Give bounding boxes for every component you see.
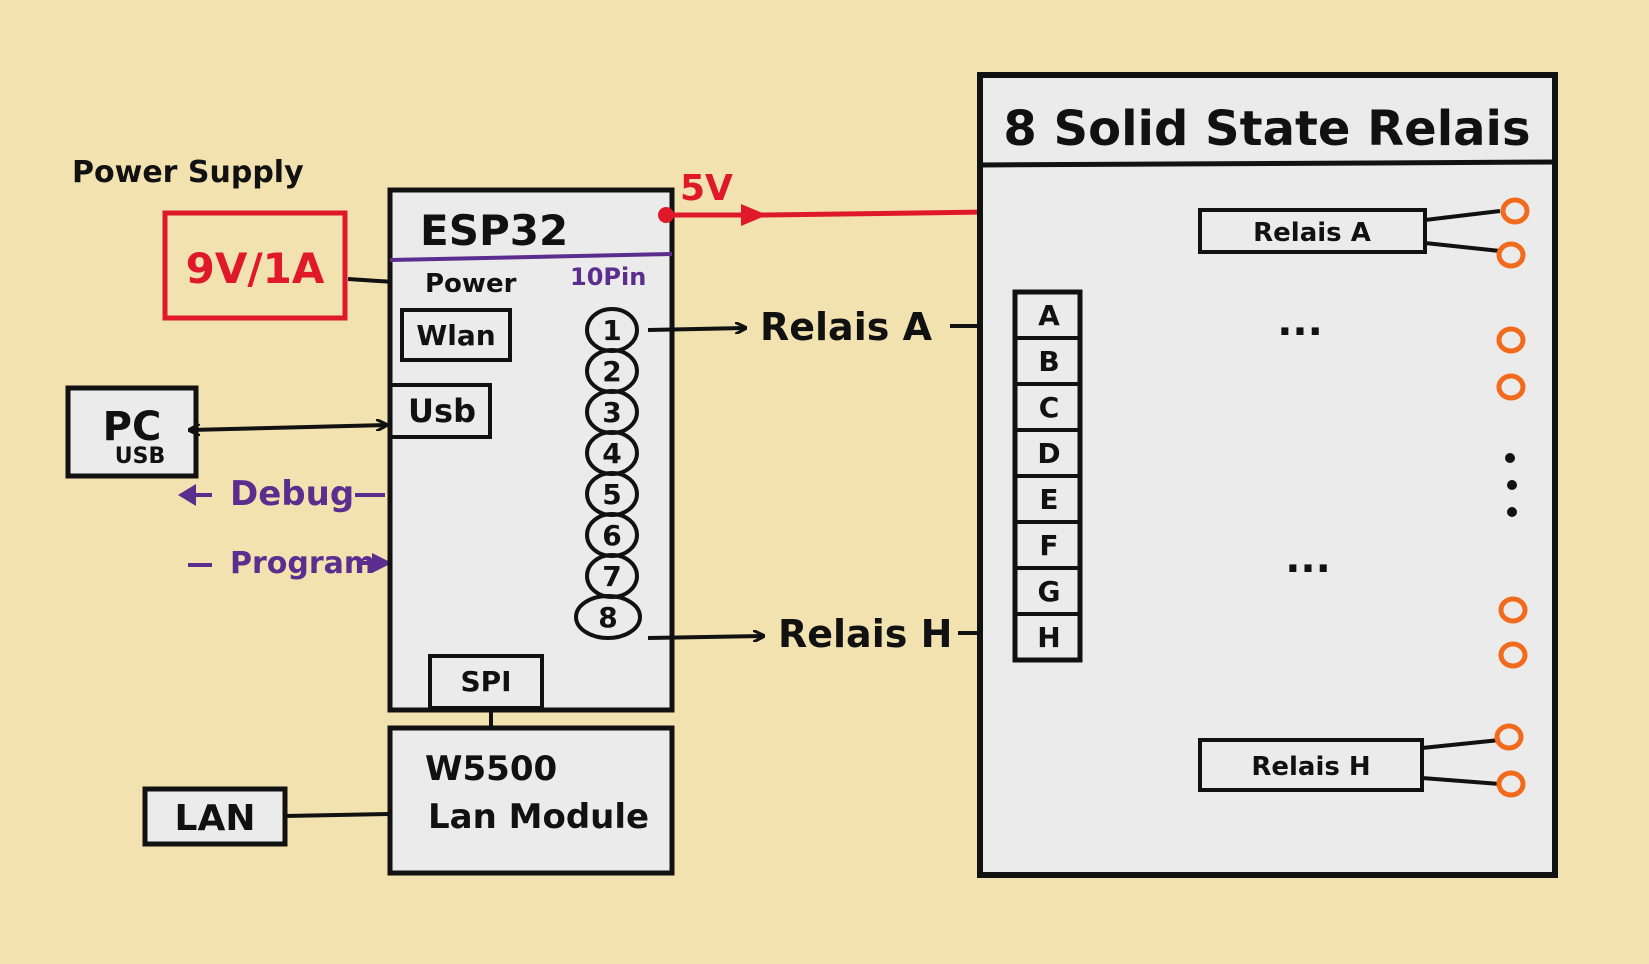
supply-5v-line bbox=[764, 209, 989, 218]
relay-vdots-2 bbox=[1507, 480, 1517, 490]
relay-ellipsis-bottom: ... bbox=[1285, 536, 1331, 582]
program-label: Program bbox=[230, 546, 375, 581]
pin-number: 5 bbox=[602, 478, 621, 511]
usb-link-arrow bbox=[190, 425, 386, 430]
pin-number: 3 bbox=[602, 396, 621, 429]
relay-terminal bbox=[1496, 241, 1526, 269]
power-supply-group: Power Supply 9V/1A bbox=[72, 155, 410, 321]
power-supply-spec: 9V/1A bbox=[186, 244, 325, 293]
relay-terminal bbox=[1498, 641, 1528, 669]
esp32-power-label: Power bbox=[425, 269, 517, 299]
lan-link-line bbox=[284, 812, 391, 818]
pin-number: 6 bbox=[602, 519, 621, 552]
power-supply-title: Power Supply bbox=[72, 155, 304, 190]
relay-board-header-divider bbox=[979, 159, 1556, 168]
esp32-box bbox=[387, 187, 675, 713]
esp32-wlan-label: Wlan bbox=[416, 319, 495, 352]
pc-group: PC USB bbox=[65, 385, 386, 479]
relay-input-e: E bbox=[1039, 483, 1058, 516]
lan-module-chip: W5500 bbox=[425, 749, 557, 789]
relay-terminal bbox=[1494, 723, 1524, 751]
signal-h-arrow bbox=[647, 636, 763, 638]
debug-arrow-head bbox=[178, 484, 196, 506]
lan-port-box bbox=[142, 786, 288, 847]
relay-input-c: C bbox=[1039, 391, 1060, 424]
pc-usb-label: USB bbox=[115, 444, 165, 469]
relay-terminal bbox=[1496, 373, 1526, 401]
relay-h-lead-top bbox=[1421, 738, 1501, 750]
signal-a-label: Relais A bbox=[760, 305, 933, 349]
pin-number: 2 bbox=[602, 355, 621, 388]
pin-number: 7 bbox=[602, 560, 621, 593]
relay-input-f: F bbox=[1039, 529, 1058, 562]
relay-vdots-1 bbox=[1505, 453, 1515, 463]
relay-h-box bbox=[1198, 738, 1424, 792]
relay-a-lead-top bbox=[1424, 209, 1501, 222]
lan-module-group: W5500 Lan Module LAN bbox=[142, 708, 675, 876]
esp32-title: ESP32 bbox=[420, 206, 568, 255]
relay-input-b: B bbox=[1038, 345, 1059, 378]
esp32-usb-label: Usb bbox=[408, 392, 476, 430]
relay-input-a: A bbox=[1038, 299, 1060, 332]
relay-input-g: G bbox=[1038, 575, 1061, 608]
esp32-wlan-box bbox=[400, 308, 512, 362]
source-5v-label: 5V bbox=[680, 168, 733, 209]
relay-board-title: 8 Solid State Relais bbox=[1003, 101, 1530, 157]
esp32-group: ESP32 Power 10Pin Wlan Usb SPI 1 2 3 4 5 6 7 8 bbox=[387, 187, 675, 713]
pc-box bbox=[65, 385, 199, 479]
signal-h-label: Relais H bbox=[778, 612, 952, 656]
signal-group: Relais A Relais H bbox=[647, 305, 1015, 656]
pin-number: 4 bbox=[602, 437, 621, 470]
relay-a-lead-bottom bbox=[1424, 241, 1501, 253]
pin-circle bbox=[574, 594, 642, 640]
pin-8: 8 bbox=[574, 594, 642, 640]
relay-terminal-list bbox=[1494, 197, 1530, 798]
debug-label: Debug bbox=[230, 474, 354, 514]
lan-module-name: Lan Module bbox=[428, 797, 649, 837]
relay-vdots-3 bbox=[1507, 507, 1517, 517]
esp32-pin-list: 1 2 3 4 5 6 7 8 bbox=[574, 307, 642, 640]
relay-h-lead-bottom bbox=[1421, 776, 1501, 786]
pin-number: 1 bbox=[602, 314, 621, 347]
esp32-spi-label: SPI bbox=[460, 665, 511, 698]
relay-input-d: D bbox=[1037, 437, 1060, 470]
relay-input-h: H bbox=[1037, 621, 1060, 654]
esp32-usb-box bbox=[388, 383, 492, 439]
esp32-header-divider bbox=[389, 252, 673, 262]
pc-label: PC bbox=[103, 404, 162, 450]
relay-h-label: Relais H bbox=[1251, 752, 1370, 782]
lan-port-label: LAN bbox=[175, 798, 256, 839]
power-supply-box bbox=[162, 210, 348, 321]
esp32-spi-box bbox=[428, 654, 544, 710]
relay-a-box bbox=[1198, 208, 1427, 254]
signal-a-arrow bbox=[647, 328, 745, 330]
relay-terminal bbox=[1498, 596, 1528, 624]
pin-number: 8 bbox=[598, 601, 617, 634]
relay-terminal bbox=[1496, 326, 1526, 354]
debug-program-group: Debug Program bbox=[178, 474, 392, 581]
lan-module-box bbox=[387, 725, 675, 876]
relay-terminal bbox=[1500, 197, 1530, 225]
relay-ellipsis-top: ... bbox=[1277, 299, 1323, 345]
relay-terminal bbox=[1496, 770, 1526, 798]
esp32-pin-header-label: 10Pin bbox=[570, 263, 646, 291]
relay-a-label: Relais A bbox=[1253, 218, 1371, 248]
